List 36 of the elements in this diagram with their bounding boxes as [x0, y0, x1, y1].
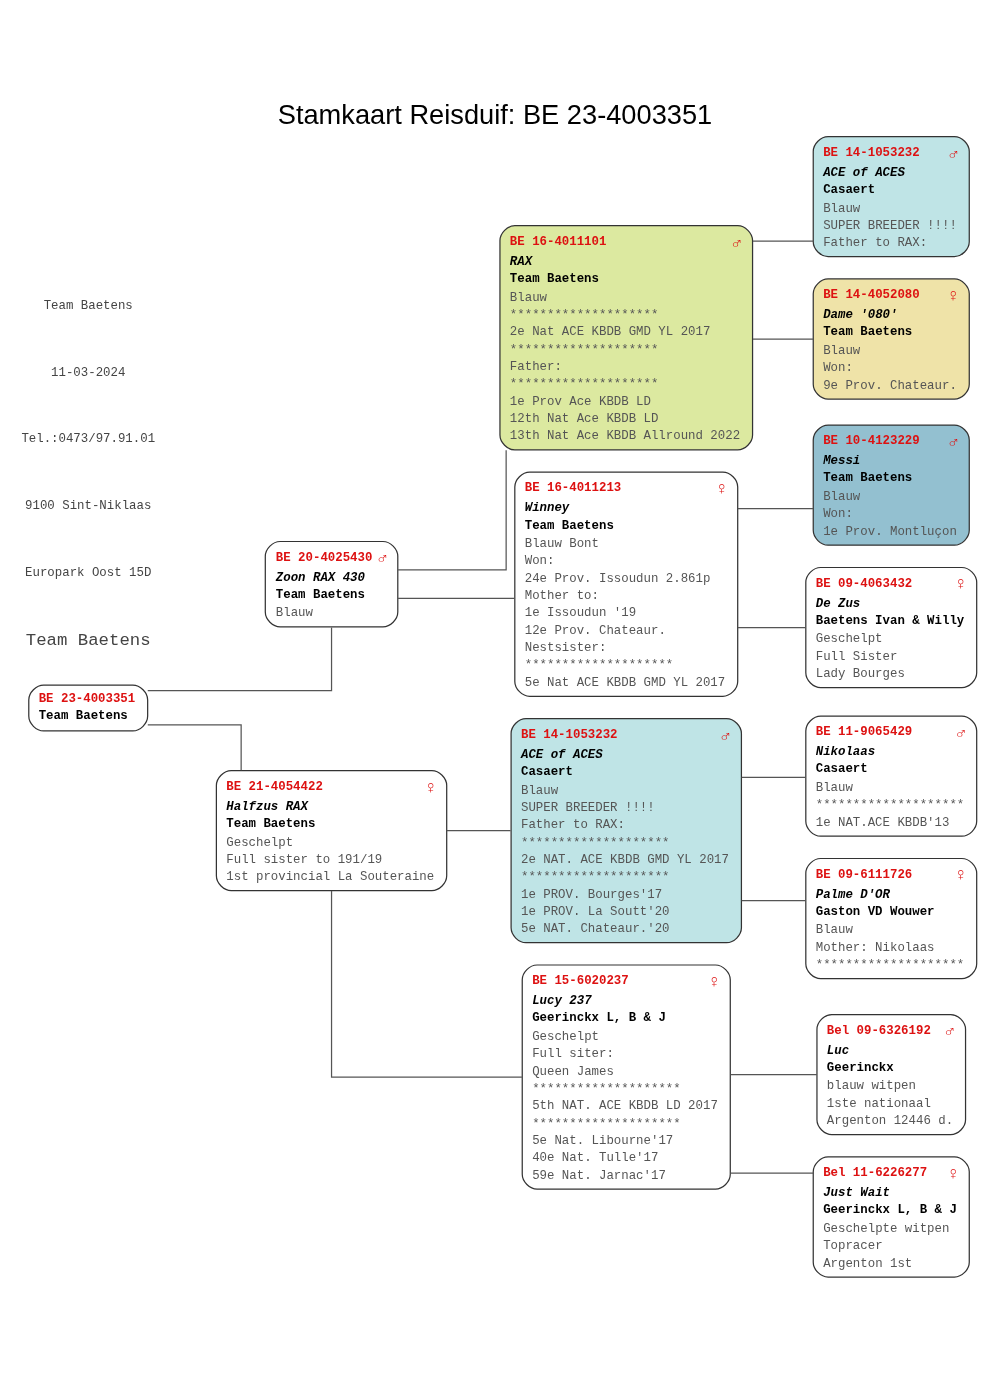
node-box: BE 16-4011101 ♂ RAX Team Baetens Blauw ******************** 2e Nat ACE KBDB GMD YL 2017 ******************** Father: ******************** 1e Prov Ace KBDB LD 12th Nat Ace KBDB LD 13th Nat Ace KBDB Allround 2022 [499, 224, 754, 450]
node-box: BE 09-6111726 ♀ Palme D'OR Gaston VD Wouwer Blauw Mother: Nikolaas ******************** [805, 857, 978, 979]
node-box: Bel 11-6226277 ♀ Just Wait Geerinckx L, B & J Geschelpte witpen Topracer Argenton 1st [812, 1155, 970, 1278]
diagram-title: Stamkaart Reisduif: BE 23-4003351 [277, 98, 713, 130]
connector [737, 626, 807, 628]
connector [330, 889, 523, 1078]
node-box: BE 16-4011213 ♀ Winney Team Baetens Blauw Bont Won: 24e Prov. Issoudun 2.861p Mother to: 1e Issoudun '19 12e Prov. Chateaur. Nestsister: ******************** 5e Nat ACE KBDB GMD YL 2017 [514, 471, 739, 697]
label: Tel.:0473/97.91.01 [21, 431, 156, 446]
node-box: BE 15-6020237 ♀ Lucy 237 Geerinckx L, B & J Geschelpt Full siter: Queen James ******************** 5th NAT. ACE KBDB LD 2017 ******************** 5e Nat. Libourne'17 40e Nat. Tulle'17 59e Nat. Jarnac'17 [521, 963, 731, 1190]
node-box: BE 14-1053232 ♂ ACE of ACES Casaert Blauw SUPER BREEDER !!!! Father to RAX: ******************** 2e NAT. ACE KBDB GMD YL 2017 ******************** 1e PROV. Bourges'17 1e PROV. La Soutt'20 5e NAT. Chateaur.'20 [510, 717, 743, 943]
connector [752, 337, 814, 340]
node-box: Bel 09-6326192 ♂ Luc Geerinckx blauw witpen 1ste nationaal Argenton 12446 d. [816, 1013, 967, 1135]
connector [741, 776, 807, 778]
connector [147, 723, 242, 771]
node-box: BE 11-9065429 ♂ Nikolaas Casaert Blauw ******************** 1e NAT.ACE KBDB'13 [805, 715, 978, 837]
connector [446, 829, 512, 831]
connector [752, 240, 814, 242]
connector [737, 507, 814, 509]
label: 11-03-2024 [51, 365, 126, 380]
node-box: BE 09-4063432 ♀ De Zus Baetens Ivan & Willy Geschelpt Full Sister Lady Bourges [805, 566, 978, 688]
connector [730, 1171, 814, 1174]
node-box: BE 10-4123229 ♂ Messi Team Baetens Blauw Won: 1e Prov. Montluçon [812, 424, 970, 546]
node-box: BE 20-4025430 ♂ Zoon RAX 430 Team Baetens Blauw [264, 540, 399, 628]
label: Team Baetens [25, 630, 151, 650]
label: Europark Oost 15D [25, 565, 152, 580]
node-box: BE 23-4003351 Team Baetens [28, 684, 149, 732]
node-box: BE 14-4052080 ♀ Dame '080' Team Baetens Blauw Won: 9e Prov. Chateaur. [812, 277, 970, 400]
connector [741, 899, 807, 901]
node-box: BE 21-4054422 ♀ Halfzus RAX Team Baetens Geschelpt Full sister to 191/19 1st provincial La Souteraine [215, 769, 448, 891]
connector [147, 626, 333, 691]
label: 9100 Sint-Niklaas [25, 498, 152, 513]
label: Team Baetens [43, 298, 133, 313]
connector [730, 1073, 818, 1075]
node-box: BE 14-1053232 ♂ ACE of ACES Casaert Blauw SUPER BREEDER !!!! Father to RAX: [812, 135, 970, 257]
connector [397, 449, 507, 571]
connector [397, 597, 515, 599]
